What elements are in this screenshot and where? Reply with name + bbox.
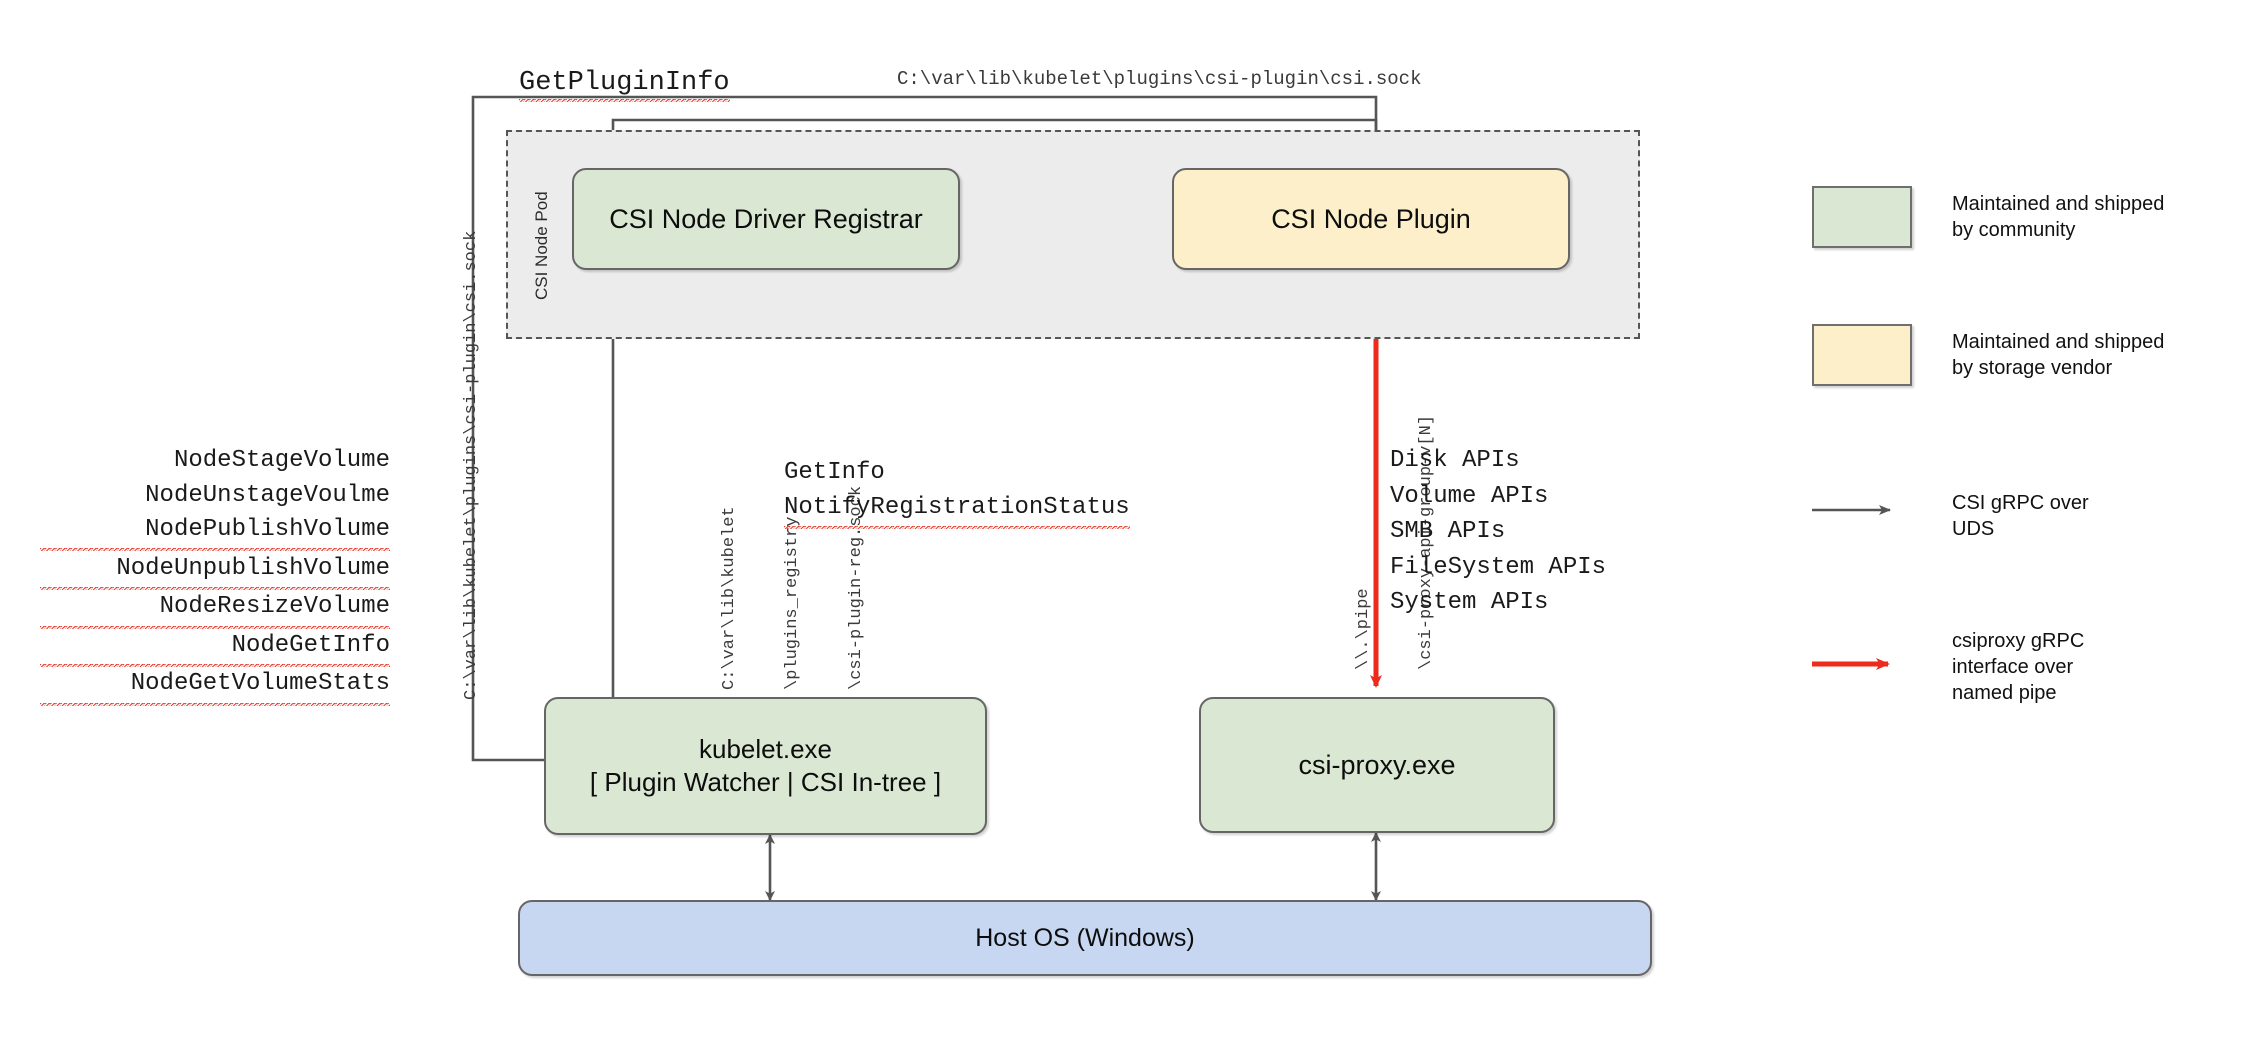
- node-kubelet-label-line1: kubelet.exe: [699, 733, 832, 764]
- registration-call-item: NotifyRegistrationStatus: [784, 490, 1130, 530]
- legend-swatch-community-icon: [1812, 186, 1912, 248]
- node-service-call-item: NodePublishVolume: [40, 513, 390, 552]
- node-csi-proxy[interactable]: csi-proxy.exe: [1199, 697, 1555, 833]
- node-csi-node-driver-registrar[interactable]: CSI Node Driver Registrar: [572, 168, 960, 270]
- legend-row-csiproxy-grpc: csiproxy gRPC interface over named pipe: [1812, 628, 2084, 706]
- proxy-api-group-item: FileSystem APIs: [1390, 553, 1607, 581]
- legend-arrow-gray-icon: [1812, 504, 1912, 528]
- label-get-plugin-info: GetPluginInfo: [519, 68, 730, 102]
- node-service-call-list: NodeStageVolume NodeUnstageVoulme NodePu…: [40, 444, 390, 706]
- registration-call-item: GetInfo: [784, 459, 885, 486]
- node-kubelet-label-line2: [ Plugin Watcher | CSI In-tree ]: [589, 767, 942, 797]
- proxy-api-group-item: SMB APIs: [1390, 518, 1506, 546]
- node-host-os[interactable]: Host OS (Windows): [518, 900, 1652, 976]
- legend-label-vendor: Maintained and shipped by storage vendor: [1952, 331, 2165, 379]
- proxy-api-group-item: System APIs: [1390, 589, 1549, 617]
- node-host-os-label: Host OS (Windows): [975, 924, 1195, 952]
- legend-row-vendor: Maintained and shipped by storage vendor: [1812, 324, 2164, 386]
- proxy-api-group-list: Disk APIs Volume APIs SMB APIs FileSyste…: [1390, 443, 1606, 621]
- node-kubelet[interactable]: kubelet.exe [ Plugin Watcher | CSI In-tr…: [544, 697, 987, 835]
- node-csi-node-driver-registrar-label: CSI Node Driver Registrar: [609, 203, 923, 234]
- legend-row-csi-grpc: CSI gRPC over UDS: [1812, 490, 2089, 542]
- proxy-api-group-item: Disk APIs: [1390, 447, 1520, 474]
- legend-arrow-red-icon: [1812, 655, 1912, 679]
- node-csi-node-plugin-label: CSI Node Plugin: [1271, 203, 1471, 234]
- legend-label-csi-grpc: CSI gRPC over UDS: [1952, 492, 2089, 540]
- node-service-call-item: NodeGetVolumeStats: [40, 667, 390, 706]
- node-service-call-item: NodeGetInfo: [40, 628, 390, 668]
- node-csi-proxy-label: csi-proxy.exe: [1298, 749, 1456, 780]
- registration-call-list: GetInfo NotifyRegistrationStatus: [784, 455, 1130, 530]
- node-csi-node-plugin[interactable]: CSI Node Plugin: [1172, 168, 1570, 270]
- legend-label-csiproxy-grpc: csiproxy gRPC interface over named pipe: [1952, 630, 2085, 704]
- node-service-call-item: NodeUnpublishVolume: [40, 551, 390, 591]
- node-service-call-item: NodeStageVolume: [173, 447, 390, 474]
- node-service-call-item: NodeUnstageVoulme: [145, 481, 390, 509]
- legend-row-community: Maintained and shipped by community: [1812, 186, 2164, 248]
- proxy-api-group-item: Volume APIs: [1390, 482, 1549, 510]
- label-csi-sock-path-top: C:\var\lib\kubelet\plugins\csi-plugin\cs…: [897, 68, 1422, 90]
- node-kubelet-label: kubelet.exe [ Plugin Watcher | CSI In-tr…: [590, 733, 941, 800]
- legend-swatch-vendor-icon: [1812, 324, 1912, 386]
- node-service-call-item: NodeResizeVolume: [40, 590, 390, 629]
- legend-label-community: Maintained and shipped by community: [1952, 193, 2165, 241]
